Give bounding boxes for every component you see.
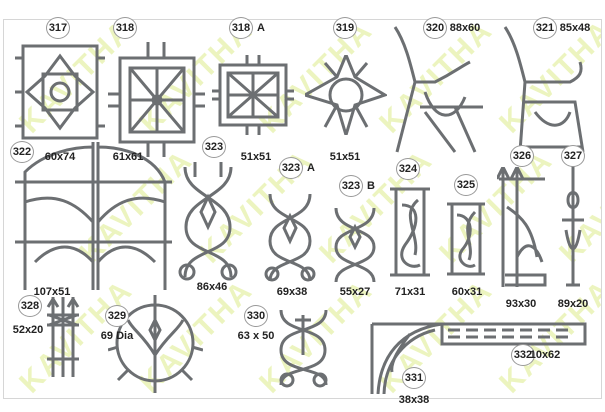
item-variant-letter: A — [257, 22, 265, 34]
cast-iron-product-image — [503, 26, 585, 153]
cast-iron-product-image — [178, 162, 238, 281]
cast-iron-product-image — [15, 142, 172, 290]
item-size-label: 88x60 — [449, 22, 481, 34]
cast-iron-product-image — [562, 165, 584, 287]
item-size-label: 52x20 — [12, 324, 44, 336]
item-size-label: 51x51 — [240, 151, 272, 163]
item-number-badge: 329 — [105, 305, 129, 327]
item-number-badge: 323 — [279, 157, 303, 179]
item-size-label: 10x62 — [529, 349, 561, 361]
item-number-badge: 317 — [46, 17, 70, 39]
item-size-label: 51x51 — [329, 151, 361, 163]
cast-iron-product-image — [212, 55, 294, 135]
cast-iron-product-image — [264, 193, 316, 282]
item-number-badge: 330 — [244, 305, 268, 327]
item-number-badge: 324 — [396, 158, 420, 180]
cast-iron-product-image — [108, 295, 203, 393]
item-number-badge: 327 — [561, 145, 585, 167]
item-size-label: 86x46 — [196, 281, 228, 293]
item-size-label: 60x31 — [451, 286, 483, 298]
item-number-badge: 328 — [18, 295, 42, 317]
item-number-badge: 318 — [113, 17, 137, 39]
item-number-badge: 323 — [202, 136, 226, 158]
cast-iron-product-image — [279, 309, 328, 388]
cast-iron-product-image — [46, 297, 80, 377]
item-number-badge: 320 — [423, 17, 447, 39]
item-number-badge: 319 — [333, 17, 357, 39]
item-variant-letter: B — [367, 180, 375, 192]
cast-iron-product-image — [15, 44, 105, 140]
item-number-badge: 326 — [510, 145, 534, 167]
item-number-badge: 332 — [511, 344, 535, 366]
cast-iron-product-image — [497, 167, 547, 287]
item-number-badge: 322 — [10, 141, 34, 163]
item-size-label: 93x30 — [505, 298, 537, 310]
item-size-label: 107x51 — [33, 286, 71, 298]
item-size-label: 69x38 — [276, 286, 308, 298]
item-size-label: 63 x 50 — [237, 330, 275, 342]
cast-iron-product-image — [305, 55, 387, 135]
item-size-label: 60x74 — [44, 151, 76, 163]
cast-iron-product-image — [390, 187, 430, 277]
item-variant-letter: A — [307, 162, 315, 174]
item-size-label: 69 Dia — [100, 330, 134, 342]
item-size-label: 71x31 — [394, 286, 426, 298]
item-number-badge: 321 — [533, 17, 557, 39]
item-size-label: 61x61 — [112, 151, 144, 163]
cast-iron-product-image — [334, 207, 376, 283]
cast-iron-product-image — [393, 26, 483, 153]
cast-iron-product-image — [447, 202, 485, 276]
cast-iron-product-image — [108, 42, 205, 157]
item-number-badge: 323 — [339, 175, 363, 197]
cast-iron-product-image — [370, 322, 443, 394]
item-size-label: 55x27 — [339, 286, 371, 298]
item-number-badge: 325 — [454, 174, 478, 196]
item-number-badge: 318 — [229, 17, 253, 39]
item-number-badge: 331 — [402, 367, 426, 389]
item-size-label: 85x48 — [559, 22, 591, 34]
item-size-label: 89x20 — [557, 298, 589, 310]
item-size-label: 38x38 — [398, 394, 430, 406]
cast-iron-product-image — [440, 322, 587, 346]
